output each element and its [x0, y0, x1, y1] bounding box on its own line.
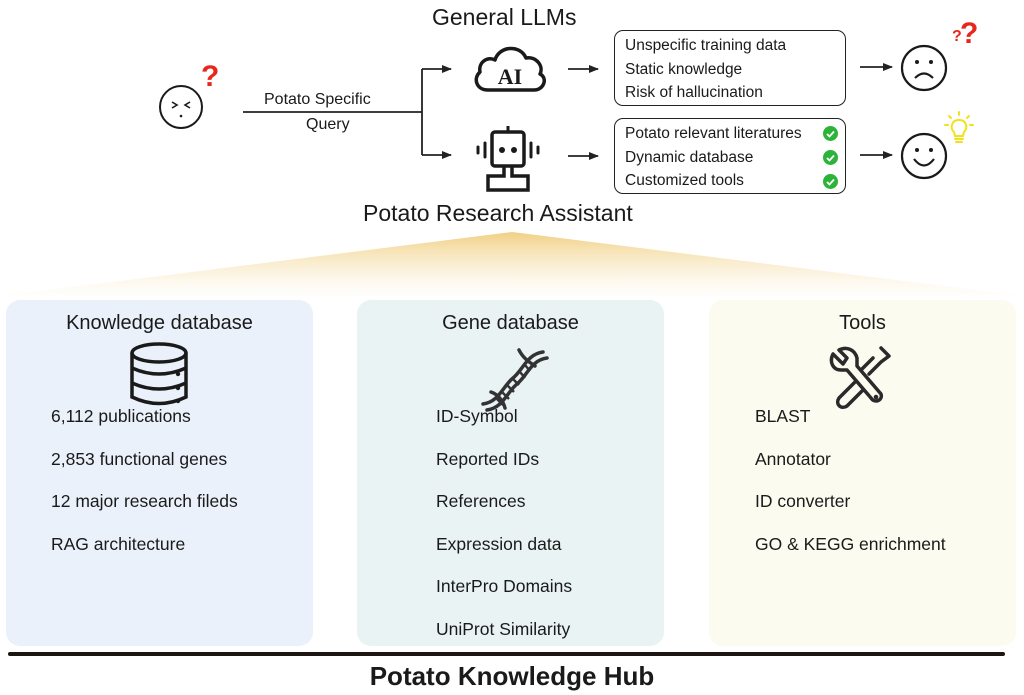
general-llms-title: General LLMs: [432, 4, 577, 30]
panel-title: Gene database: [442, 312, 579, 334]
panel-item: Annotator: [755, 449, 831, 469]
llm-issue: Unspecific training data: [625, 37, 787, 54]
panel-item: ID converter: [755, 491, 851, 511]
check-circle-icon: [823, 174, 838, 189]
panel-item: BLAST: [755, 406, 811, 426]
panel-item: RAG architecture: [51, 534, 186, 554]
assistant-feature: Customized tools: [625, 172, 744, 189]
llm-issue: Risk of hallucination: [625, 84, 763, 101]
panel-title: Tools: [839, 312, 886, 334]
panel-title: Knowledge database: [66, 312, 253, 334]
panel-item: UniProt Similarity: [436, 619, 571, 639]
hub-gradient-fan: [0, 232, 1024, 296]
small-question-mark-icon: ?: [952, 28, 962, 45]
llm-issues-box: Unspecific training data Static knowledg…: [614, 30, 846, 106]
dna-icon: [481, 348, 549, 412]
lightbulb-icon: [944, 111, 974, 143]
big-question-mark-icon: ?: [960, 17, 979, 50]
panel-item: GO & KEGG enrichment: [755, 534, 946, 554]
query-label-line1: Potato Specific: [264, 91, 371, 108]
robot-icon: [476, 126, 540, 192]
wrench-screwdriver-icon: [829, 346, 891, 410]
smile-face-icon: [900, 132, 948, 180]
llm-issue: Static knowledge: [625, 61, 743, 78]
ai-cloud-text: AI: [498, 64, 522, 89]
database-icon: [130, 342, 188, 406]
confused-face-icon: [159, 85, 203, 129]
panel-item: 2,853 functional genes: [51, 449, 228, 469]
query-label-line2: Query: [306, 116, 350, 133]
panel-item: 12 major research fileds: [51, 491, 238, 511]
panel-item: 6,112 publications: [51, 406, 191, 426]
check-circle-icon: [823, 150, 838, 165]
panel-gene-database: Gene database ID-Symbol Reported IDs Ref…: [357, 300, 664, 646]
panel-item: InterPro Domains: [436, 576, 573, 596]
assistant-features-box: Potato relevant literatures Dynamic data…: [614, 118, 846, 194]
panel-item: Reported IDs: [436, 449, 540, 469]
hub-title: Potato Knowledge Hub: [369, 661, 655, 691]
question-mark-icon: ?: [201, 60, 220, 93]
assistant-title: Potato Research Assistant: [363, 200, 633, 226]
assistant-feature: Dynamic database: [625, 149, 754, 166]
assistant-feature: Potato relevant literatures: [625, 125, 802, 142]
check-circle-icon: [823, 126, 838, 141]
panel-knowledge-database: Knowledge database 6,112 publications 2,…: [6, 300, 313, 646]
panel-tools: Tools BLAST Annotator ID converter GO & …: [709, 300, 1016, 646]
panel-item: References: [436, 491, 526, 511]
panel-item: Expression data: [436, 534, 562, 554]
panel-item: ID-Symbol: [436, 406, 518, 426]
ai-cloud-icon: AI: [474, 46, 546, 92]
sad-face-icon: [900, 44, 948, 92]
